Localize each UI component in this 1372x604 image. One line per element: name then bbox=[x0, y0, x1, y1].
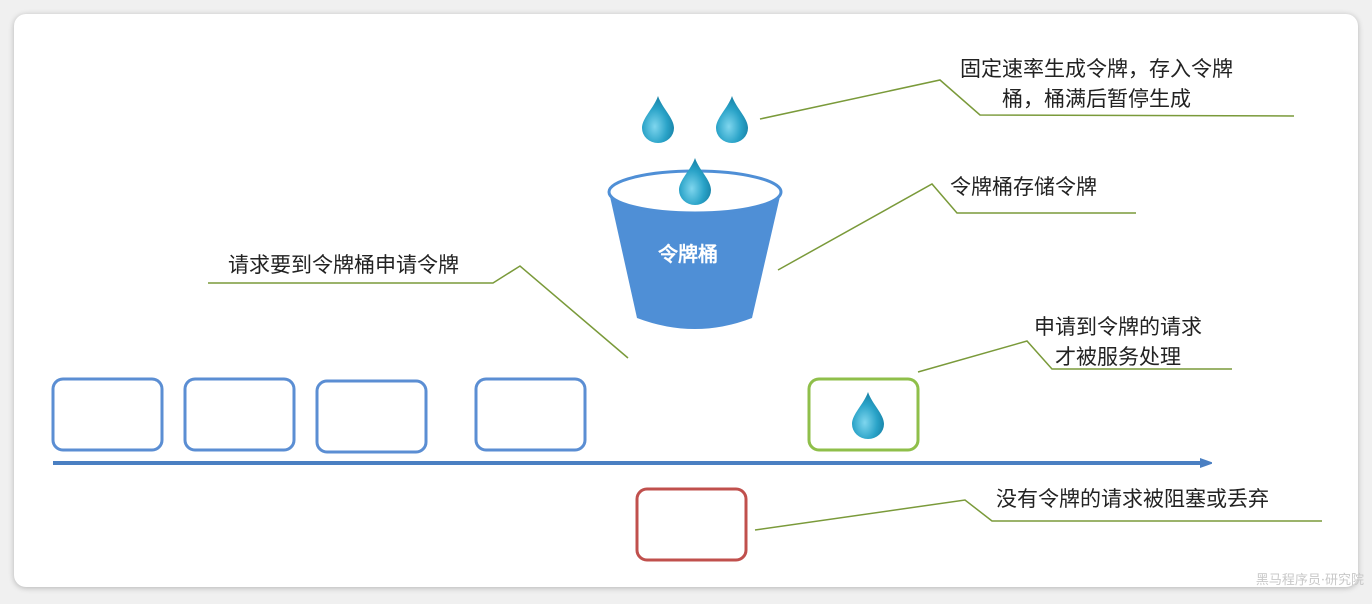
callout-line-request-apply bbox=[208, 265, 629, 359]
token-drop bbox=[716, 96, 748, 143]
callout-line-no-token bbox=[754, 499, 1322, 531]
callout-line-fixed-rate bbox=[759, 79, 1295, 120]
request-box bbox=[315, 379, 428, 454]
token-drop bbox=[852, 392, 884, 439]
rejected-request-box bbox=[635, 487, 748, 562]
request-box bbox=[474, 377, 587, 452]
watermark: 黑马程序员·研究院 bbox=[1255, 573, 1364, 588]
label-fixed-rate: 固定速率生成令牌，存入令牌 桶，桶满后暂停生成 bbox=[960, 57, 1233, 111]
token-drop bbox=[642, 96, 674, 143]
token-drop bbox=[679, 158, 711, 205]
callout-line-request-served bbox=[917, 340, 1232, 373]
request-box bbox=[183, 377, 296, 452]
label-bucket-stores: 令牌桶存储令牌 bbox=[950, 175, 1097, 199]
callout-line-bucket-stores bbox=[777, 183, 1136, 271]
request-box bbox=[51, 377, 164, 452]
bucket-label: 令牌桶 bbox=[658, 242, 718, 266]
label-request-served: 申请到令牌的请求 才被服务处理 bbox=[1034, 315, 1202, 369]
label-request-apply: 请求要到令牌桶申请令牌 bbox=[228, 253, 459, 277]
label-no-token: 没有令牌的请求被阻塞或丢弃 bbox=[996, 487, 1269, 511]
